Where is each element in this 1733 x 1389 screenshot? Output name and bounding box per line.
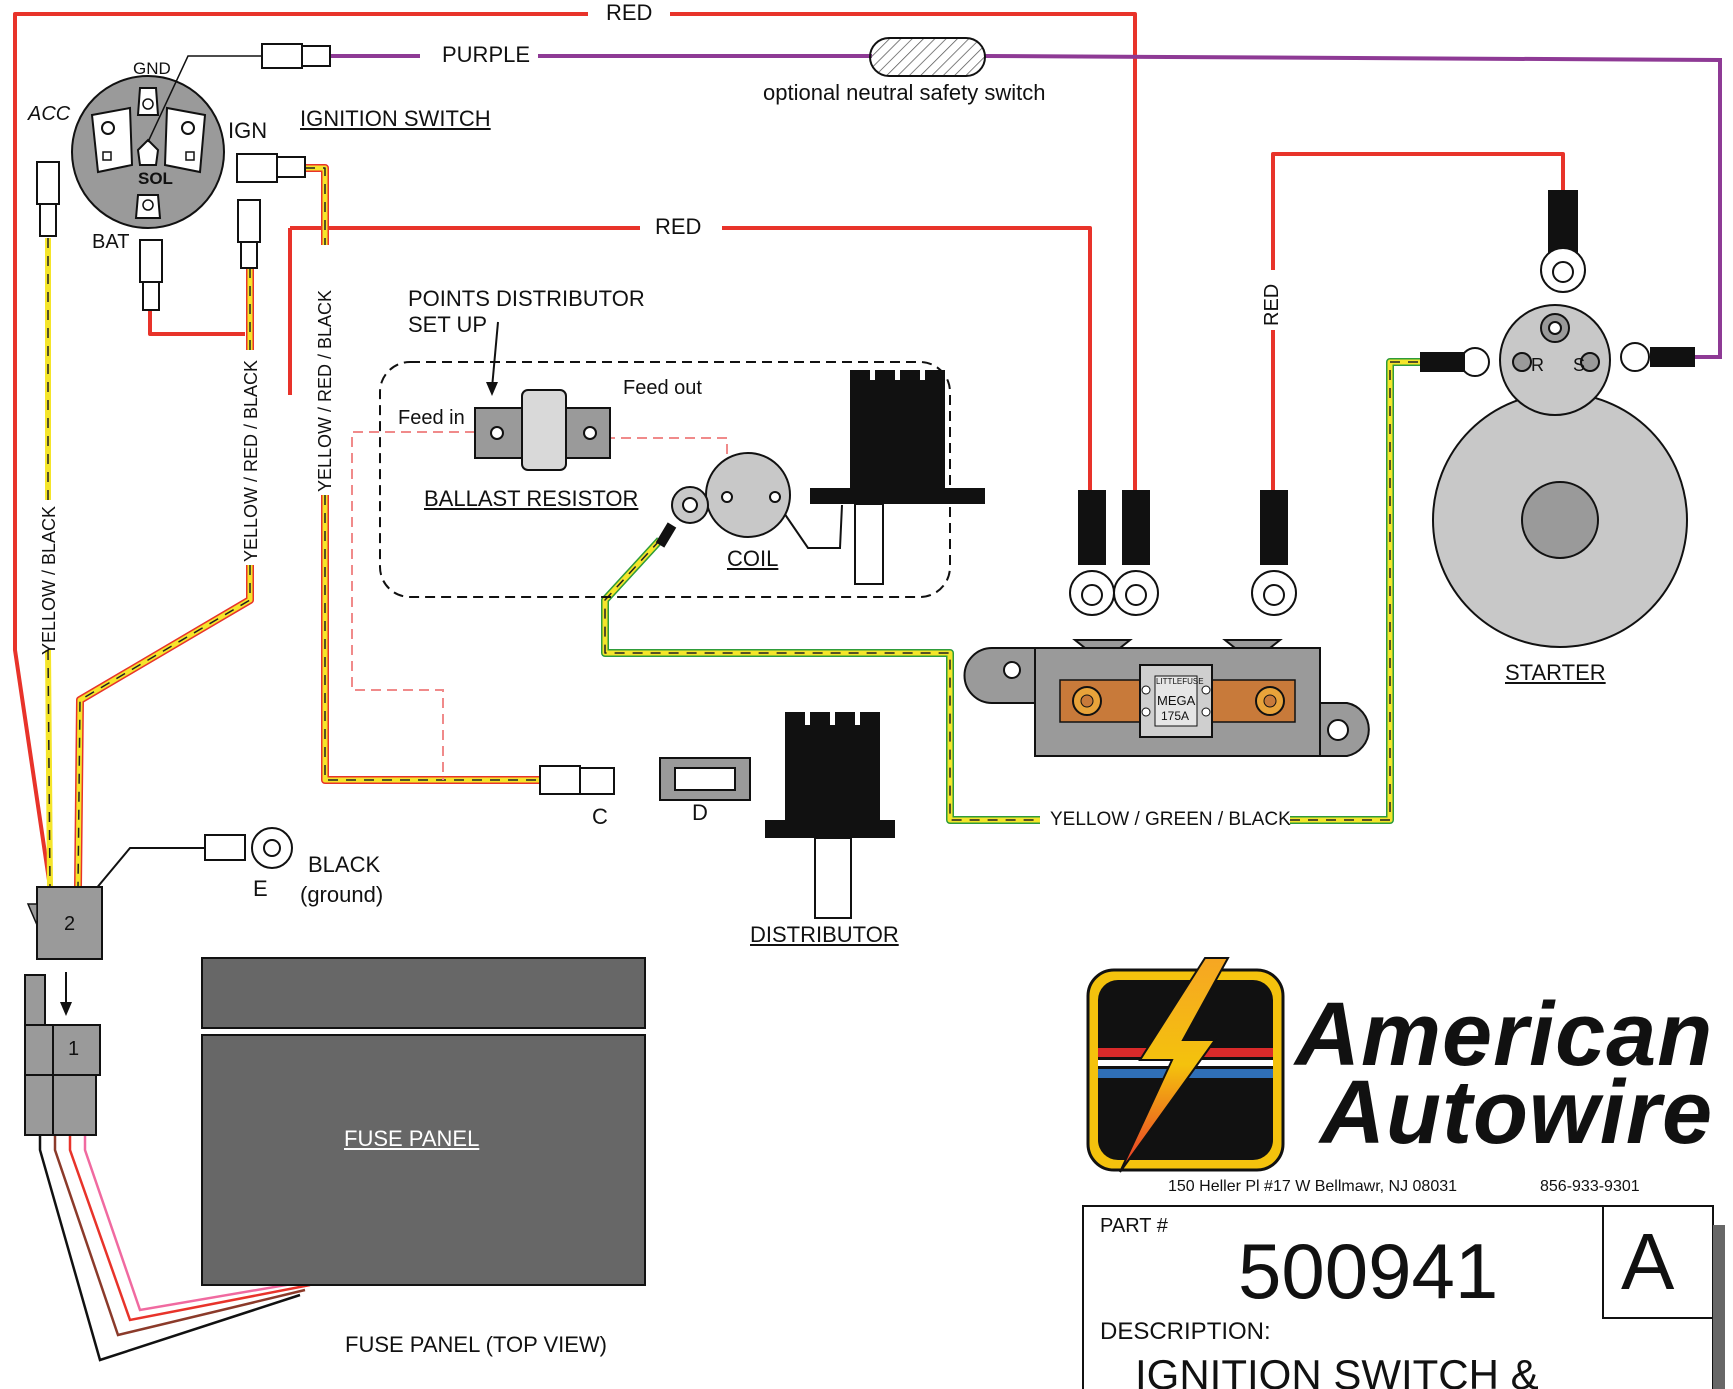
fuse-holder xyxy=(963,639,1370,757)
company-name-line2: Autowire xyxy=(1320,1063,1714,1163)
label-conn-c: C xyxy=(592,804,608,829)
ballast-dashed-wires xyxy=(351,431,728,780)
ignition-switch xyxy=(71,55,270,229)
label-ignition-switch: IGNITION SWITCH xyxy=(300,106,491,131)
label-gnd: GND xyxy=(133,59,171,78)
label-coil: COIL xyxy=(727,546,779,571)
label-conn-e: E xyxy=(253,876,268,901)
label-ign: IGN xyxy=(228,118,268,143)
yellow-red-black-wire-2 xyxy=(305,164,540,784)
description-label: DESCRIPTION: xyxy=(1100,1318,1271,1345)
fuse-panel-feed-wires xyxy=(38,1135,316,1362)
label-sol: SOL xyxy=(138,169,173,188)
distributor xyxy=(765,712,895,919)
label-yellow-green-black: YELLOW / GREEN / BLACK xyxy=(1050,809,1291,830)
label-conn-2: 2 xyxy=(64,913,76,935)
label-feed-in: Feed in xyxy=(398,407,465,429)
label-red-mid: RED xyxy=(655,214,702,239)
coil-distributor-wire xyxy=(781,504,843,549)
label-red-top: RED xyxy=(606,0,653,25)
label-black: BLACK xyxy=(308,852,381,877)
set-up-arrow xyxy=(491,321,499,389)
ground-ring-terminal xyxy=(204,827,293,869)
label-amps: 175A xyxy=(1161,709,1190,723)
american-autowire-logo xyxy=(1086,957,1285,1173)
fuse-block-terminals xyxy=(1069,490,1297,616)
label-starter: STARTER xyxy=(1505,660,1606,685)
points-distributor xyxy=(810,370,985,585)
title-block xyxy=(1082,1205,1725,1389)
label-bat: BAT xyxy=(92,231,130,253)
label-set-up: SET UP xyxy=(408,312,488,337)
purple-wire xyxy=(330,54,1722,359)
label-yellow-red-black-2: YELLOW / RED / BLACK xyxy=(315,289,335,492)
company-phone: 856-933-9301 xyxy=(1540,1178,1640,1195)
label-fuse-panel: FUSE PANEL xyxy=(344,1126,480,1151)
starter xyxy=(1420,190,1695,648)
company-name-line1: American xyxy=(1295,985,1714,1085)
ballast-resistor xyxy=(474,389,611,471)
label-yellow-black: YELLOW / BLACK xyxy=(39,505,59,655)
red-wires xyxy=(13,12,1565,888)
coil xyxy=(705,452,791,538)
company-address: 150 Heller Pl #17 W Bellmawr, NJ 08031 xyxy=(1168,1178,1458,1195)
label-ground: (ground) xyxy=(300,882,384,907)
part-number: 500941 xyxy=(1238,1227,1499,1315)
connector-d xyxy=(659,757,751,801)
revision-letter: A xyxy=(1621,1217,1675,1306)
label-yellow-red-black-1: YELLOW / RED / BLACK xyxy=(241,359,261,562)
label-points-distributor: POINTS DISTRIBUTOR xyxy=(408,286,645,311)
yellow-black-wire xyxy=(45,238,53,888)
label-starter-s: S xyxy=(1573,355,1586,375)
label-neutral-switch: optional neutral safety switch xyxy=(763,80,1046,105)
yellow-green-black-wire xyxy=(601,358,1420,824)
label-feed-out: Feed out xyxy=(623,377,702,399)
label-purple: PURPLE xyxy=(442,42,531,67)
label-mega: MEGA xyxy=(1157,693,1196,708)
points-setup-box xyxy=(379,361,951,598)
label-distributor: DISTRIBUTOR xyxy=(750,922,899,947)
label-red-vertical: RED xyxy=(1261,283,1283,326)
label-littlefuse: LITTLEFUSE xyxy=(1156,677,1204,686)
label-conn-d: D xyxy=(692,800,708,825)
coil-ring-terminal xyxy=(655,486,709,548)
label-starter-r: R xyxy=(1531,355,1544,375)
label-fuse-panel-top: FUSE PANEL (TOP VIEW) xyxy=(345,1332,608,1357)
fuse-panel xyxy=(201,957,646,1286)
bulkhead-connectors xyxy=(24,886,103,1136)
yellow-red-black-wire-1 xyxy=(74,268,254,888)
label-conn-1: 1 xyxy=(68,1038,80,1060)
spade-connectors xyxy=(36,43,615,795)
part-label: PART # xyxy=(1100,1215,1168,1237)
label-ballast-resistor: BALLAST RESISTOR xyxy=(424,486,639,511)
label-acc: ACC xyxy=(28,103,71,125)
ground-wire xyxy=(94,847,210,891)
neutral-safety-switch xyxy=(869,37,986,77)
description-text: IGNITION SWITCH & xyxy=(1135,1351,1539,1389)
